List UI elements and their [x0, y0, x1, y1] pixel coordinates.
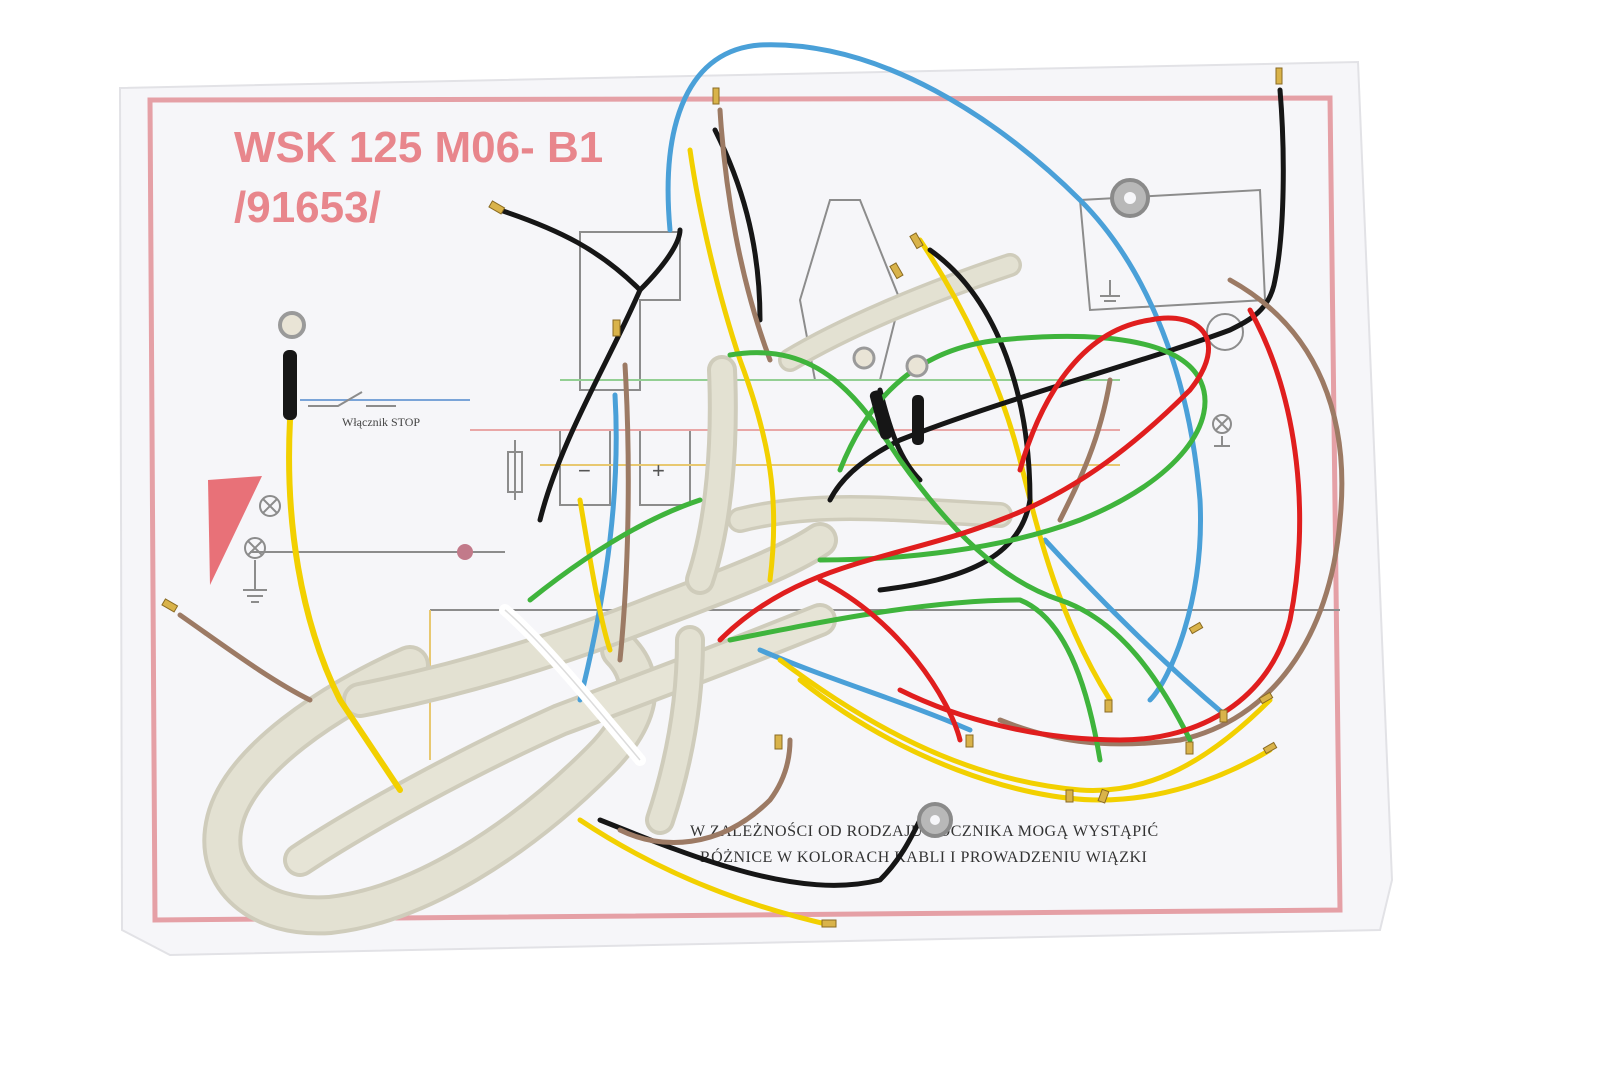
- brown-wire-mid: [1057, 377, 1113, 523]
- brown-wire-top: [717, 107, 773, 363]
- brown-wire-lower: [617, 737, 793, 845]
- red-wire-lower: [817, 577, 963, 743]
- brown-wire-bundle: [617, 362, 631, 663]
- brown-wire-left: [177, 612, 313, 703]
- blue-wire-short: [1042, 537, 1228, 718]
- yellow-wire-bottom: [577, 817, 833, 928]
- yellow-wire-lower1: [777, 657, 1273, 793]
- yellow-wire-right: [917, 237, 1113, 703]
- black-wire-middle: [877, 247, 1033, 593]
- wires: [177, 42, 1345, 928]
- cable-tie: [499, 604, 646, 766]
- yellow-wire-mid: [577, 497, 613, 653]
- disclaimer-line-2: RÓŻNICE W KOLORACH KABLI I PROWADZENIU W…: [700, 847, 1147, 866]
- ground-symbol-icon: [243, 280, 1230, 603]
- green-wire-center: [727, 350, 1193, 743]
- battery-plus-icon: +: [652, 458, 665, 483]
- schematic-title: WSK 125 M06- B1: [234, 123, 603, 172]
- blue-wire-loop: [665, 42, 1203, 703]
- yellow-wire-top: [687, 147, 777, 583]
- pin-terminals: [161, 67, 1283, 928]
- switch-label: Włącznik STOP: [342, 415, 420, 429]
- schematic-code: /91653/: [234, 183, 381, 232]
- harness-sheath: [202, 253, 1022, 936]
- ring-terminal-icon: [278, 178, 1150, 838]
- battery-minus-icon: −: [578, 458, 591, 483]
- warning-triangle: [208, 476, 262, 585]
- blue-wire-bundle: [577, 392, 619, 703]
- red-wire-loop: [717, 315, 1211, 643]
- yellow-wire-left: [286, 417, 403, 793]
- sheet-frame: [147, 95, 1343, 923]
- black-wire-top-left: [497, 207, 683, 293]
- blue-wire-lower: [757, 647, 973, 733]
- black-wire-ring-bottom: [597, 817, 923, 888]
- green-wire-left: [527, 497, 703, 603]
- red-wire-right: [897, 307, 1303, 743]
- lamp-symbol-icon: [244, 313, 1244, 559]
- black-wire-left: [537, 287, 643, 523]
- yellow-wire-lower2: [797, 677, 1273, 803]
- green-wire-lower: [727, 597, 1103, 763]
